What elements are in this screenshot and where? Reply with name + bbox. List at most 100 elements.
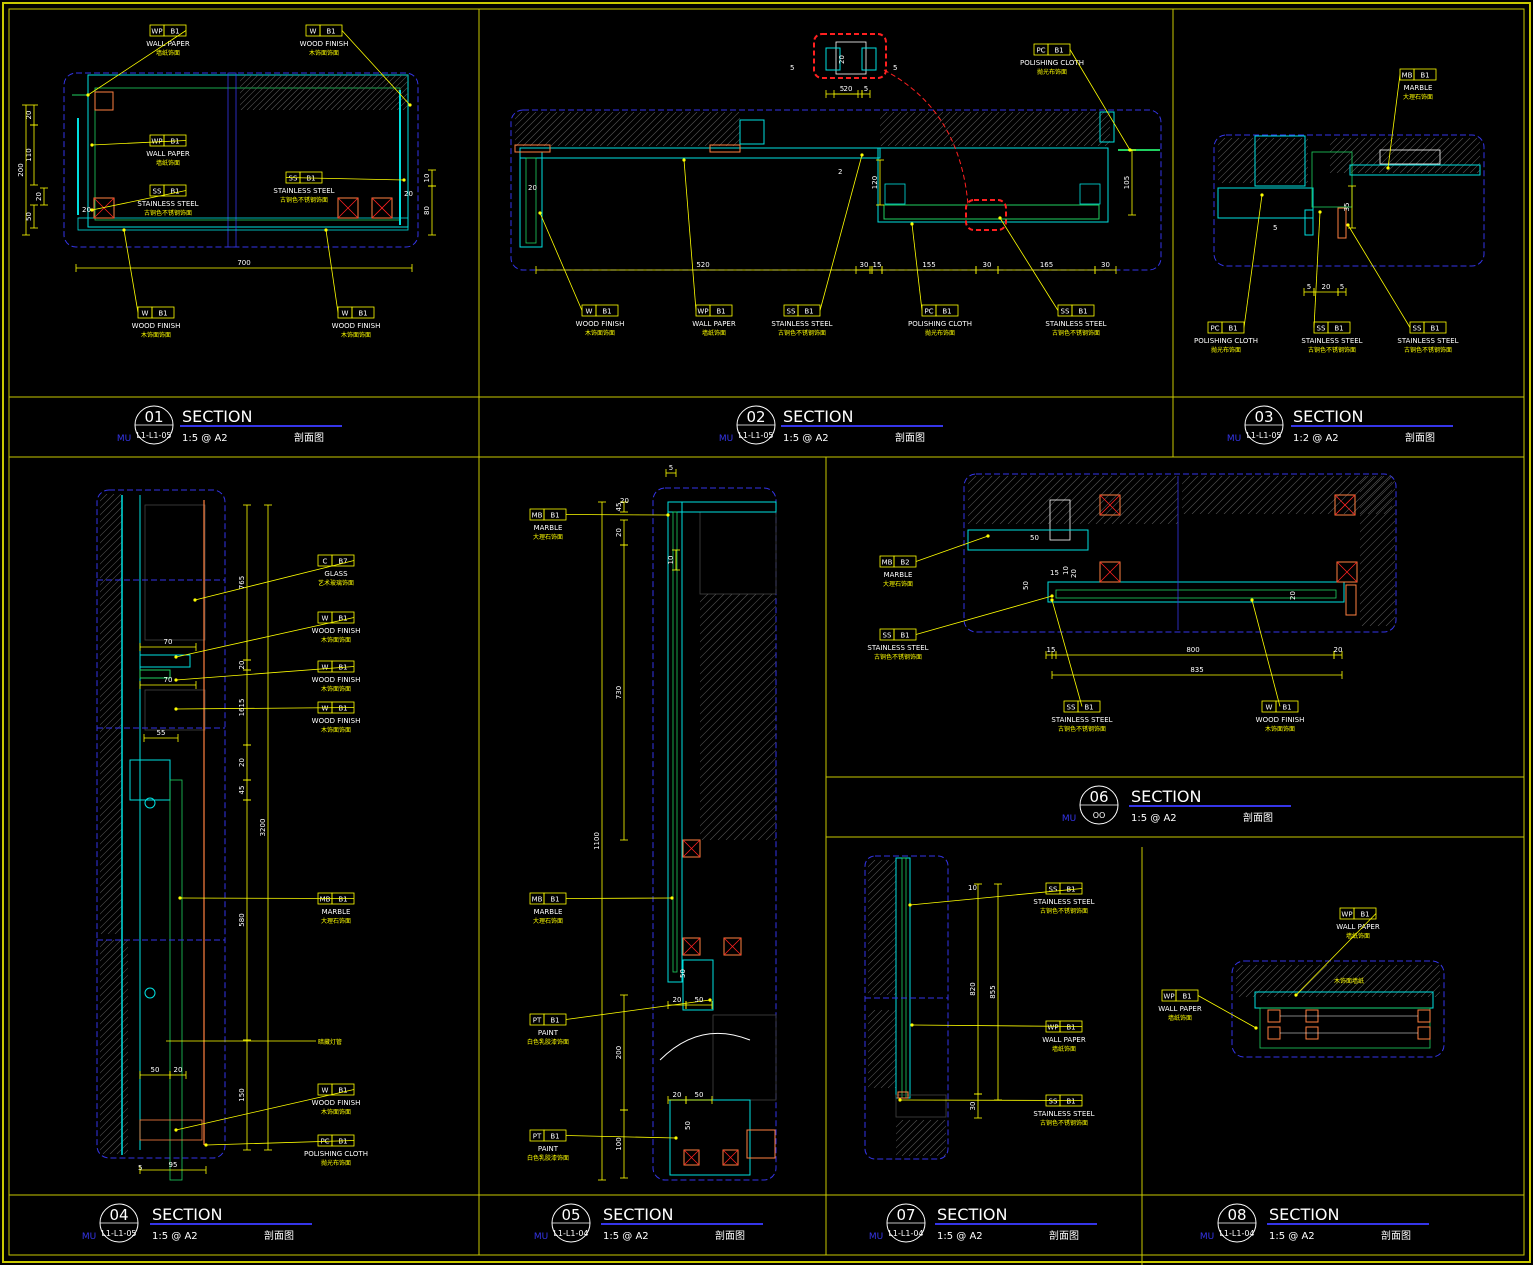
material-grade: B1 bbox=[338, 1087, 347, 1095]
material-name-cn: 墙纸饰面 bbox=[1168, 1014, 1192, 1022]
section-title-cn: 剖面图 bbox=[264, 1229, 294, 1242]
material-name: WOOD FINISH bbox=[300, 40, 349, 48]
dimension-label: 5 bbox=[840, 85, 844, 93]
material-name-cn: 白色乳胶漆饰面 bbox=[527, 1038, 569, 1046]
dimension-label: 20 bbox=[238, 661, 246, 670]
material-code: PT bbox=[533, 1133, 542, 1141]
dimension-label: 20 bbox=[238, 758, 246, 767]
material-name: POLISHING CLOTH bbox=[1020, 59, 1084, 67]
material-code: MB bbox=[320, 896, 331, 904]
material-code: WP bbox=[1047, 1024, 1058, 1032]
dimension-label: 20 bbox=[1289, 591, 1297, 600]
section-scale: 1:5 @ A2 bbox=[783, 433, 829, 444]
section-scale: 1:5 @ A2 bbox=[182, 433, 228, 444]
dimension-label: 10 bbox=[968, 884, 977, 892]
material-code: SS bbox=[1049, 886, 1058, 894]
material-name-cn: 大理石饰面 bbox=[533, 533, 563, 541]
material-name: MARBLE bbox=[534, 524, 563, 532]
material-grade: B1 bbox=[1054, 47, 1063, 55]
material-code: C bbox=[323, 558, 328, 566]
dimension-label: 200 bbox=[17, 163, 25, 176]
material-name: STAINLESS STEEL bbox=[771, 320, 832, 328]
dimension-label: 20 bbox=[1070, 569, 1078, 578]
material-grade: B1 bbox=[158, 310, 167, 318]
material-name: POLISHING CLOTH bbox=[1194, 337, 1258, 345]
material-code: MB bbox=[1402, 72, 1413, 80]
material-grade: B1 bbox=[170, 188, 179, 196]
dimension-label: 820 bbox=[969, 982, 977, 995]
material-grade: B1 bbox=[550, 1133, 559, 1141]
material-code: WP bbox=[1163, 993, 1174, 1001]
section-scale: 1:5 @ A2 bbox=[152, 1231, 198, 1242]
material-name-cn: 木饰面饰面 bbox=[321, 636, 351, 644]
material-code: MB bbox=[882, 559, 893, 567]
material-grade: B1 bbox=[804, 308, 813, 316]
material-grade: B1 bbox=[550, 1017, 559, 1025]
dimension-label: 20 bbox=[620, 497, 629, 505]
material-name: WALL PAPER bbox=[1042, 1036, 1086, 1044]
dimension-label: 95 bbox=[169, 1161, 178, 1169]
material-code: W bbox=[322, 664, 329, 672]
material-grade: B1 bbox=[900, 632, 909, 640]
section-number: 05 bbox=[561, 1206, 580, 1224]
dimension-label: 15 bbox=[1047, 646, 1056, 654]
material-name-cn: 古铜色不锈钢饰面 bbox=[1308, 346, 1356, 354]
material-grade: B1 bbox=[1066, 1098, 1075, 1106]
material-name-cn: 大理石饰面 bbox=[883, 580, 913, 588]
material-grade: B2 bbox=[900, 559, 909, 567]
material-grade: B1 bbox=[358, 310, 367, 318]
section-word: SECTION bbox=[182, 407, 253, 426]
material-code: SS bbox=[883, 632, 892, 640]
material-name: MARBLE bbox=[322, 908, 351, 916]
material-name: MARBLE bbox=[884, 571, 913, 579]
material-name-cn: 白色乳胶漆饰面 bbox=[527, 1154, 569, 1162]
material-grade: B1 bbox=[1084, 704, 1093, 712]
dimension-label: 20 bbox=[673, 996, 682, 1004]
material-name: WOOD FINISH bbox=[312, 1099, 361, 1107]
material-name-cn: 木饰面饰面 bbox=[341, 331, 371, 339]
dimension-label: 10 bbox=[423, 174, 431, 183]
dimension-label: 30 bbox=[983, 261, 992, 269]
dimension-label: 20 bbox=[404, 190, 413, 198]
material-name-cn: 古铜色不锈钢饰面 bbox=[144, 209, 192, 217]
dimension-label: 10 bbox=[667, 556, 675, 565]
material-name: POLISHING CLOTH bbox=[908, 320, 972, 328]
material-code: SS bbox=[1067, 704, 1076, 712]
material-name: WALL PAPER bbox=[1158, 1005, 1202, 1013]
dimension-label: 1100 bbox=[593, 832, 601, 850]
section-number: 06 bbox=[1089, 788, 1108, 806]
material-name-cn: 木饰面饰面 bbox=[585, 329, 615, 337]
section-number: 02 bbox=[746, 408, 765, 426]
section-reference: L1-L1-04 bbox=[888, 1229, 923, 1238]
dimension-label: 20 bbox=[35, 192, 43, 201]
material-name: WOOD FINISH bbox=[332, 322, 381, 330]
material-code: PC bbox=[1210, 325, 1219, 333]
dimension-label: 5 bbox=[1307, 283, 1311, 291]
material-code: SS bbox=[1061, 308, 1070, 316]
dimension-label: 20 bbox=[1334, 646, 1343, 654]
material-grade: B1 bbox=[1430, 325, 1439, 333]
dimension-label: 80 bbox=[423, 206, 431, 215]
dimension-label: 20 bbox=[844, 85, 853, 93]
material-grade: B1 bbox=[1066, 1024, 1075, 1032]
material-code: W bbox=[342, 310, 349, 318]
dimension-label: 100 bbox=[615, 1137, 623, 1150]
